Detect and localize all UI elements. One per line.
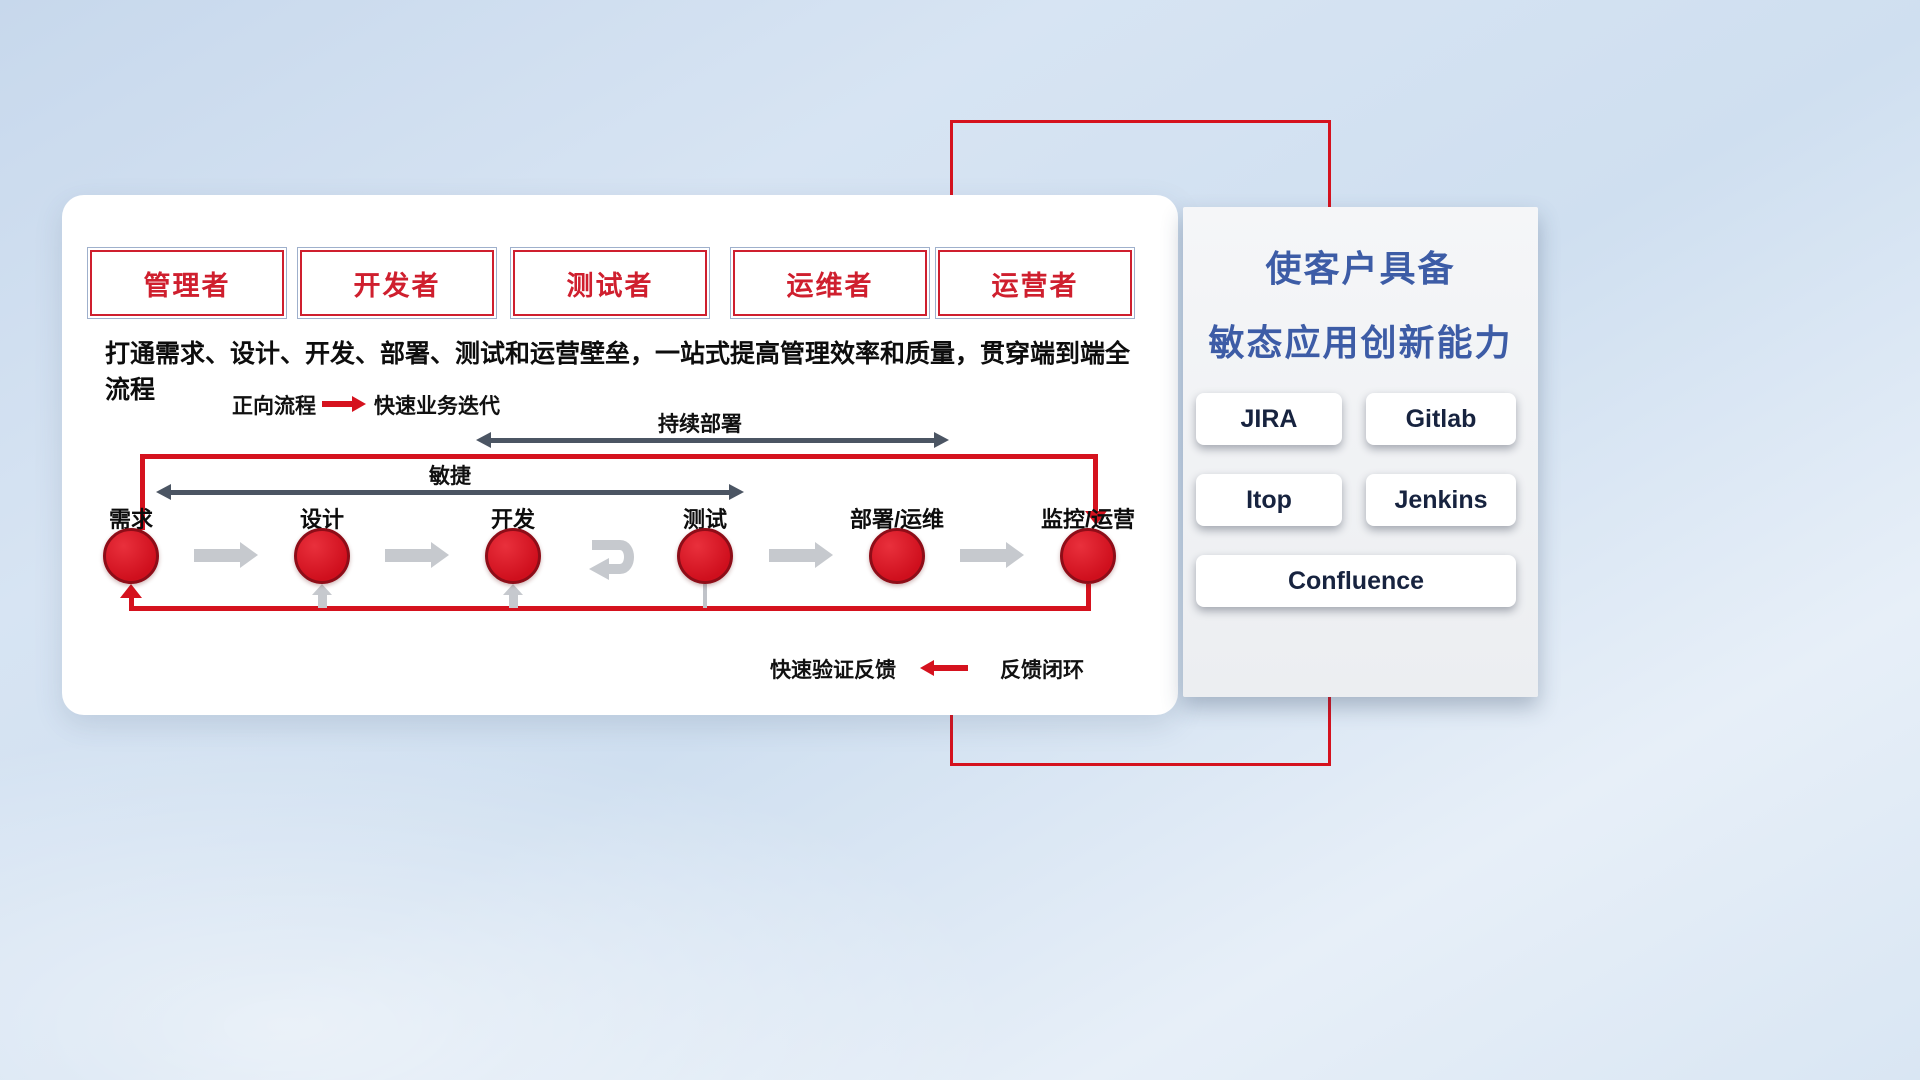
forward-loop-left-line bbox=[140, 454, 145, 530]
role-label: 测试者 bbox=[566, 270, 654, 301]
forward-loop-arrowhead-icon bbox=[1085, 511, 1107, 525]
forward-flow-label: 正向流程 bbox=[232, 395, 316, 418]
feedback-arrow-icon bbox=[920, 660, 968, 676]
tool-button-confluence: Confluence bbox=[1196, 555, 1516, 607]
stage-label-development: 开发 bbox=[490, 507, 535, 532]
forward-arrow-icon bbox=[322, 396, 366, 412]
stage-node-testing bbox=[677, 528, 733, 584]
panel-title-line2: 敏态应用创新能力 bbox=[1208, 322, 1513, 363]
role-box-tester: 测试者 bbox=[510, 247, 710, 319]
forward-flow-desc: 快速业务迭代 bbox=[374, 395, 500, 418]
flow-arrow bbox=[769, 542, 833, 569]
feedback-up-arrow bbox=[509, 595, 518, 608]
tool-button-jenkins: Jenkins bbox=[1366, 474, 1516, 526]
tool-button-gitlab: Gitlab bbox=[1366, 393, 1516, 445]
tool-button-jira: JIRA bbox=[1196, 393, 1342, 445]
role-box-developer: 开发者 bbox=[297, 247, 497, 319]
subtitle-text: 打通需求、设计、开发、部署、测试和运营壁垒，一站式提高管理效率和质量，贯穿端到端… bbox=[105, 340, 1131, 404]
flow-arrow bbox=[960, 542, 1024, 569]
agile-label: 敏捷 bbox=[429, 465, 471, 488]
feedback-up-arrow-head-icon bbox=[503, 584, 523, 595]
fast-verify-label: 快速验证反馈 bbox=[770, 659, 896, 682]
stage-label-deploy-ops: 部署/运维 bbox=[849, 507, 945, 532]
role-box-manager: 管理者 bbox=[87, 247, 287, 319]
role-label: 开发者 bbox=[353, 270, 441, 301]
feedback-connector bbox=[703, 584, 707, 608]
feedback-up-arrow bbox=[318, 595, 327, 608]
feedback-loop-label: 反馈闭环 bbox=[1000, 659, 1084, 682]
continuous-deployment-label: 持续部署 bbox=[658, 413, 742, 436]
role-box-ops: 运维者 bbox=[730, 247, 930, 319]
forward-loop-right-line bbox=[1093, 454, 1098, 512]
stage-label-design: 设计 bbox=[299, 507, 344, 532]
stage-node-monitor-ops bbox=[1060, 528, 1116, 584]
stage-node-deploy-ops bbox=[869, 528, 925, 584]
stage-node-development bbox=[485, 528, 541, 584]
role-label: 管理者 bbox=[143, 270, 231, 301]
flow-arrow bbox=[194, 542, 258, 569]
panel-title-line1: 使客户具备 bbox=[1265, 248, 1456, 289]
feedback-loop-right-line bbox=[1086, 584, 1091, 611]
stage-node-requirements bbox=[103, 528, 159, 584]
feedback-up-arrow-head-icon bbox=[312, 584, 332, 595]
feedback-loop-left-line bbox=[129, 597, 134, 611]
agile-arrow bbox=[156, 484, 744, 500]
role-box-operator: 运营者 bbox=[935, 247, 1135, 319]
stage-label-monitor-ops: 监控/运营 bbox=[1040, 507, 1136, 532]
flow-arrow bbox=[385, 542, 449, 569]
feedback-loop-arrowhead-icon bbox=[120, 584, 142, 598]
stage-label-requirements: 需求 bbox=[108, 507, 153, 532]
role-label: 运营者 bbox=[991, 270, 1079, 301]
feedback-loop-bottom-line bbox=[129, 606, 1091, 611]
continuous-deployment-arrow bbox=[476, 432, 949, 448]
capability-panel bbox=[1183, 207, 1538, 697]
tool-button-itop: Itop bbox=[1196, 474, 1342, 526]
forward-loop-top-line bbox=[140, 454, 1098, 459]
role-label: 运维者 bbox=[786, 270, 874, 301]
stage-label-testing: 测试 bbox=[682, 507, 727, 532]
iteration-loop-icon bbox=[589, 540, 634, 580]
stage-node-design bbox=[294, 528, 350, 584]
